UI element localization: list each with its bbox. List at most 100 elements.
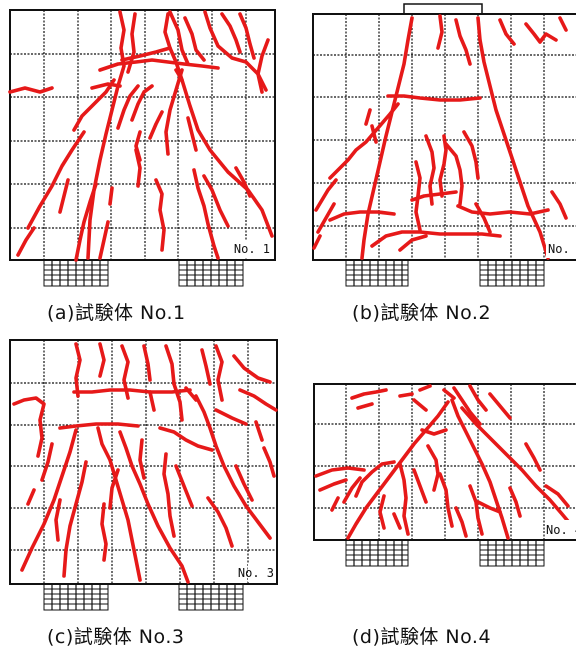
- crack-a-10: [256, 38, 270, 94]
- crack-a-18: [116, 84, 140, 130]
- panel-a-specimen-label: No. 1: [234, 242, 270, 256]
- crack-b-21: [462, 130, 480, 180]
- crack-b-3: [454, 18, 472, 66]
- panel-c-cracks: [12, 342, 278, 584]
- crack-a-11: [98, 58, 220, 72]
- crack-d-13: [314, 466, 366, 478]
- crack-c-31: [172, 382, 184, 422]
- panel-c-specimen-outline: [9, 339, 278, 585]
- crack-c-32: [148, 390, 156, 412]
- crack-c-7: [200, 348, 212, 386]
- crack-c-21: [174, 464, 194, 508]
- crack-b-14: [328, 210, 396, 222]
- crack-d-19: [412, 468, 428, 504]
- crack-a-16: [74, 182, 98, 262]
- crack-c-2: [74, 342, 82, 398]
- crack-b-9: [328, 102, 400, 180]
- crack-c-13: [96, 426, 142, 582]
- crack-d-14: [318, 478, 348, 492]
- crack-a-7: [203, 10, 268, 92]
- crack-b-13: [364, 108, 372, 126]
- crack-a-22: [164, 68, 184, 156]
- crack-d-26: [524, 442, 542, 472]
- crack-b-10: [314, 178, 338, 212]
- crack-c-15: [158, 426, 214, 452]
- crack-b-11: [316, 202, 336, 234]
- panel-a-cracks: [8, 10, 274, 262]
- crack-b-25: [474, 202, 492, 234]
- crack-a-19: [130, 84, 154, 122]
- crack-c-25: [234, 464, 254, 502]
- panel-c-grid: [10, 340, 277, 584]
- crack-a-5: [168, 10, 190, 66]
- crack-a-9: [238, 12, 256, 60]
- panel-b: No. 2: [312, 3, 576, 287]
- panel-d-supports: [345, 539, 545, 567]
- crack-a-24: [192, 168, 220, 260]
- crack-d-20: [426, 444, 440, 492]
- crack-a-13: [72, 78, 116, 132]
- panel-b-supports: [345, 259, 545, 287]
- crack-d-6: [412, 398, 428, 412]
- crack-c-22: [138, 438, 146, 480]
- crack-b-15: [370, 230, 502, 248]
- panel-d-cracks: [314, 384, 574, 540]
- crack-b-7: [558, 16, 568, 32]
- crack-c-29: [108, 468, 120, 510]
- crack-d-3: [398, 392, 414, 398]
- crack-c-11: [72, 388, 192, 394]
- crack-b-8: [386, 94, 482, 102]
- panel-c: No. 3: [9, 339, 278, 611]
- crack-b-23: [410, 190, 458, 202]
- panel-a: No. 1: [8, 9, 276, 287]
- crack-d-12: [460, 406, 574, 528]
- crack-b-2: [476, 16, 550, 260]
- crack-a-15: [16, 226, 36, 257]
- crack-d-8: [468, 384, 488, 412]
- crack-c-18: [40, 442, 54, 482]
- crack-c-6: [164, 344, 176, 386]
- crack-a-26: [234, 166, 252, 198]
- crack-d-22: [468, 484, 484, 536]
- crack-b-24: [370, 124, 378, 144]
- crack-b-1: [360, 16, 414, 260]
- crack-d-29: [454, 506, 468, 538]
- crack-c-9: [232, 354, 272, 384]
- crack-a-27: [108, 186, 114, 206]
- crack-c-33: [54, 498, 62, 542]
- crack-d-9: [488, 392, 512, 420]
- panel-b-label-box: [546, 240, 576, 258]
- crack-a-1: [8, 86, 54, 94]
- crack-c-14: [118, 430, 190, 584]
- crack-d-17: [354, 460, 396, 498]
- crack-c-28: [26, 488, 36, 506]
- crack-c-16: [194, 394, 272, 540]
- crack-d-28: [508, 486, 522, 518]
- panel-b-loading-plate: [403, 3, 483, 15]
- crack-c-30: [184, 386, 198, 402]
- crack-a-6: [183, 16, 206, 62]
- crack-d-10: [346, 400, 450, 540]
- crack-d-2: [356, 402, 374, 410]
- crack-b-5: [498, 18, 516, 46]
- crack-b-22: [456, 204, 550, 216]
- caption-b: (b)試験体 No.2: [352, 302, 492, 324]
- crack-d-15: [342, 476, 362, 504]
- panel-c-supports: [43, 583, 244, 611]
- crack-c-20: [162, 452, 176, 538]
- crack-b-6: [524, 22, 558, 44]
- panel-b-cracks: [312, 14, 568, 260]
- crack-a-29: [58, 178, 70, 214]
- crack-d-30: [392, 512, 402, 530]
- panel-d-specimen-outline: [313, 383, 576, 541]
- crack-d-7: [452, 386, 482, 426]
- crack-a-12: [90, 82, 122, 90]
- panel-b-specimen-label: No. 2: [548, 242, 576, 256]
- crack-d-24: [378, 494, 386, 530]
- crack-d-4: [418, 384, 432, 392]
- crack-a-21: [154, 178, 166, 252]
- panel-a-grid: [10, 10, 275, 260]
- crack-b-16: [398, 234, 428, 252]
- panel-c-label-box: [248, 564, 276, 582]
